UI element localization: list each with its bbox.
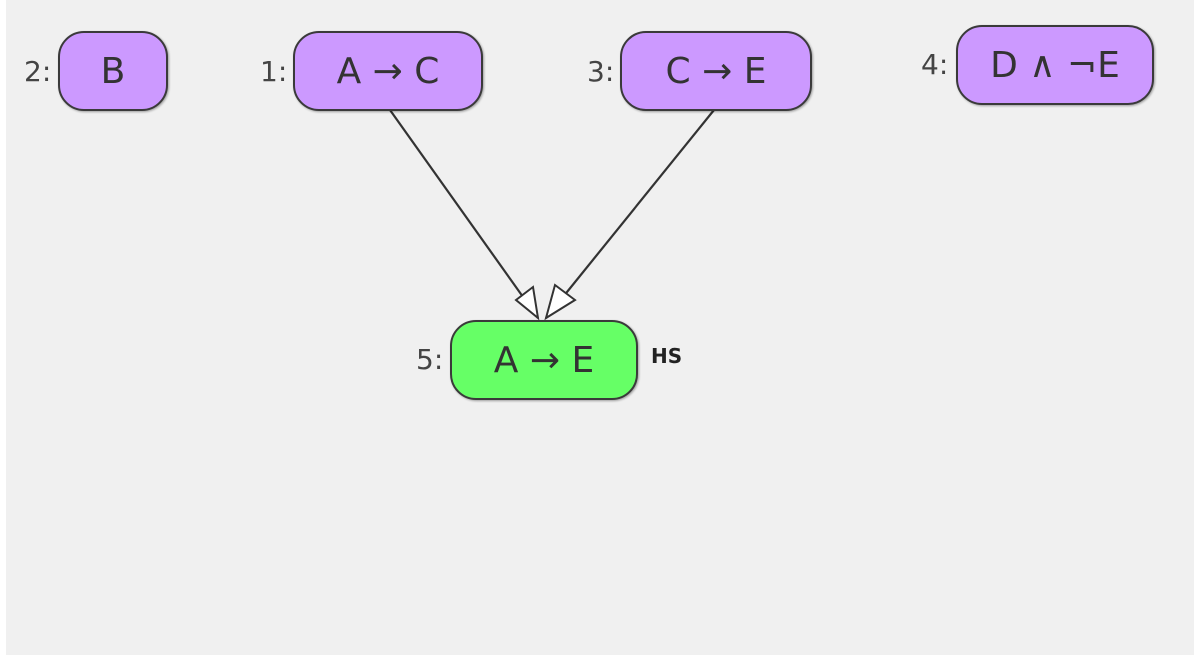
node-4-index: 4:	[921, 48, 949, 81]
node-5-rule-label: HS	[651, 344, 683, 368]
node-4-premise[interactable]: D ∧ ¬E	[956, 25, 1154, 105]
edge-1-to-5-arrowhead	[514, 285, 540, 321]
node-1-formula: A → C	[336, 50, 440, 92]
edge-1-to-5	[389, 109, 539, 319]
node-2-premise[interactable]: B	[58, 31, 168, 111]
edge-3-to-5-arrowhead	[544, 283, 577, 321]
node-5-formula: A → E	[493, 339, 595, 381]
edge-3-to-5	[545, 109, 715, 319]
node-3-index: 3:	[587, 55, 615, 88]
node-5-derived[interactable]: A → E	[450, 320, 638, 400]
node-4-formula: D ∧ ¬E	[990, 44, 1120, 86]
node-3-formula: C → E	[665, 50, 767, 92]
node-2-index: 2:	[24, 55, 52, 88]
edge-layer	[389, 109, 715, 321]
node-1-index: 1:	[260, 55, 288, 88]
node-3-premise[interactable]: C → E	[620, 31, 812, 111]
proof-graph-canvas: 2: B 1: A → C 3: C → E 4: D ∧ ¬E 5: A → …	[6, 0, 1194, 655]
node-1-premise[interactable]: A → C	[293, 31, 483, 111]
node-2-formula: B	[100, 50, 126, 92]
node-5-index: 5:	[416, 343, 444, 376]
